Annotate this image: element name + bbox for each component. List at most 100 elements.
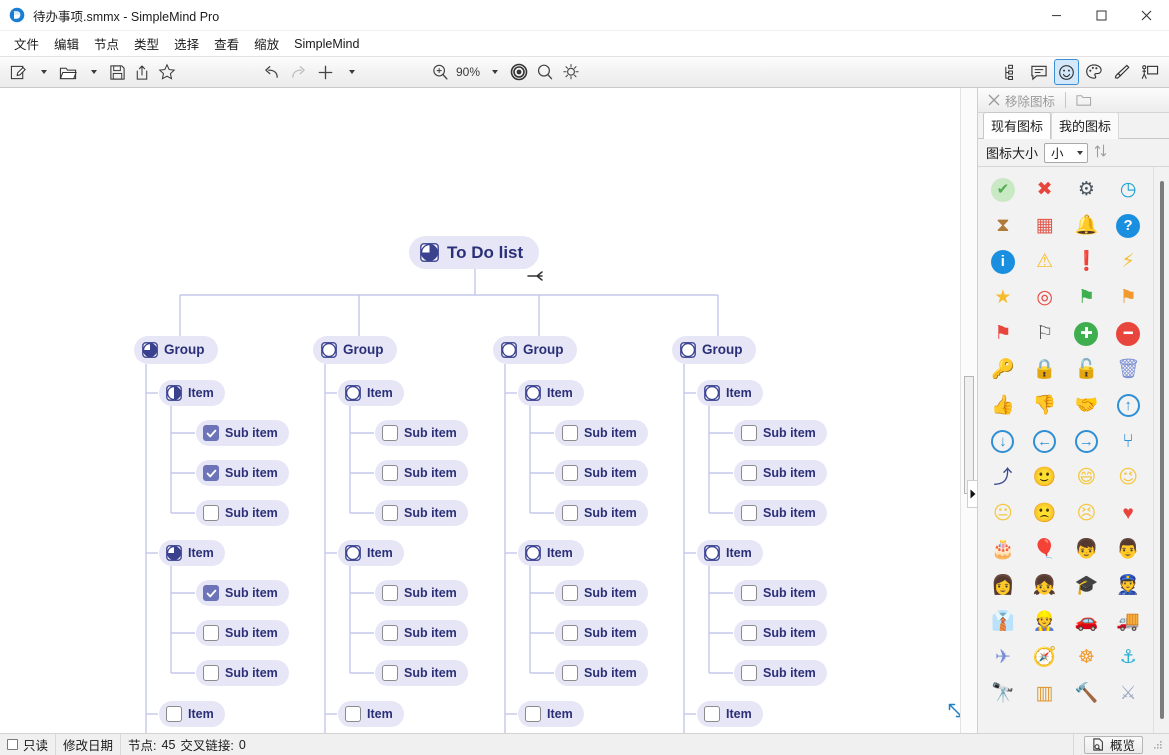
- canvas-resize-grip[interactable]: [946, 701, 965, 723]
- person-man-icon[interactable]: 👨: [1107, 533, 1149, 566]
- node-checkbox[interactable]: [741, 425, 757, 441]
- node-progress-marker[interactable]: [525, 706, 541, 722]
- node-progress-marker[interactable]: [704, 545, 720, 561]
- smiley-happy-icon[interactable]: 🙂: [1024, 461, 1066, 494]
- mindmap-sub-item-node[interactable]: Sub item: [375, 660, 468, 686]
- menu-type[interactable]: 类型: [134, 38, 160, 52]
- star-icon[interactable]: ★: [982, 281, 1024, 314]
- node-checkbox[interactable]: [382, 465, 398, 481]
- mindmap-sub-item-node[interactable]: Sub item: [375, 460, 468, 486]
- heart-icon[interactable]: ♥: [1107, 497, 1149, 530]
- outline-view-button[interactable]: [999, 59, 1024, 85]
- mindmap-group-node[interactable]: Group: [313, 336, 397, 364]
- remove-icon-button[interactable]: 移除图标: [984, 89, 1059, 112]
- truck-icon[interactable]: 🚚: [1107, 605, 1149, 638]
- node-progress-marker[interactable]: [680, 342, 696, 358]
- calendar-icon[interactable]: ▦: [1024, 209, 1066, 242]
- smiley-distress-icon[interactable]: 😣: [1066, 497, 1108, 530]
- mindmap-sub-item-node[interactable]: Sub item: [375, 580, 468, 606]
- smiley-grin-icon[interactable]: 😄: [1066, 461, 1108, 494]
- node-checkbox[interactable]: [382, 585, 398, 601]
- add-node-button[interactable]: [312, 59, 339, 85]
- sword-icon[interactable]: ⚔: [1107, 677, 1149, 710]
- mindmap-sub-item-node[interactable]: Sub item: [375, 620, 468, 646]
- mindmap-item-node[interactable]: Item: [697, 701, 763, 727]
- icons-scroll-thumb[interactable]: [1160, 181, 1164, 719]
- canvas-scroll-thumb[interactable]: [964, 376, 974, 494]
- merge-arrow-icon[interactable]: ⤴: [982, 461, 1024, 494]
- new-document-button[interactable]: [6, 59, 31, 85]
- node-progress-marker[interactable]: [420, 243, 439, 262]
- node-progress-marker[interactable]: [142, 342, 158, 358]
- style-palette-button[interactable]: [1081, 59, 1107, 85]
- node-progress-marker[interactable]: [501, 342, 517, 358]
- maximize-button[interactable]: [1079, 0, 1124, 31]
- arrow-down-circle-icon[interactable]: ↓: [982, 425, 1024, 458]
- mindmap-sub-item-node[interactable]: Sub item: [196, 420, 289, 446]
- icons-panel-button[interactable]: [1054, 59, 1079, 85]
- save-button[interactable]: [105, 59, 130, 85]
- zoom-level-dropdown[interactable]: [482, 59, 506, 85]
- mindmap-item-node[interactable]: Item: [518, 540, 584, 566]
- node-checkbox[interactable]: [203, 665, 219, 681]
- mindmap-item-node[interactable]: Item: [518, 701, 584, 727]
- mindmap-item-node[interactable]: Item: [159, 701, 225, 727]
- cross-icon[interactable]: ✖: [1024, 173, 1066, 206]
- node-checkbox[interactable]: [741, 505, 757, 521]
- mindmap-sub-item-node[interactable]: Sub item: [375, 420, 468, 446]
- lock-closed-icon[interactable]: 🔒: [1024, 353, 1066, 386]
- mindmap-sub-item-node[interactable]: Sub item: [555, 580, 648, 606]
- mindmap-sub-item-node[interactable]: Sub item: [196, 460, 289, 486]
- arrow-up-circle-icon[interactable]: ↑: [1107, 389, 1149, 422]
- overview-button[interactable]: 概览: [1083, 735, 1143, 754]
- add-node-dropdown[interactable]: [339, 59, 363, 85]
- undo-button[interactable]: [258, 59, 285, 85]
- flag-orange-icon[interactable]: ⚑: [1107, 281, 1149, 314]
- hammer-icon[interactable]: 🔨: [1066, 677, 1108, 710]
- node-progress-marker[interactable]: [525, 545, 541, 561]
- node-progress-marker[interactable]: [704, 706, 720, 722]
- node-checkbox[interactable]: [382, 625, 398, 641]
- export-share-button[interactable]: [130, 59, 154, 85]
- collapse-branch-handle[interactable]: [527, 270, 545, 282]
- checkered-flag-icon[interactable]: ⚐: [1024, 317, 1066, 350]
- hourglass-icon[interactable]: ⧗: [982, 209, 1024, 242]
- mindmap-sub-item-node[interactable]: Sub item: [196, 580, 289, 606]
- node-checkbox[interactable]: [562, 665, 578, 681]
- mindmap-sub-item-node[interactable]: Sub item: [196, 620, 289, 646]
- sort-icons-button[interactable]: [1094, 144, 1107, 161]
- key-icon[interactable]: 🔑: [982, 353, 1024, 386]
- mindmap-sub-item-node[interactable]: Sub item: [375, 500, 468, 526]
- clock-icon[interactable]: ◷: [1107, 173, 1149, 206]
- menu-edit[interactable]: 编辑: [54, 38, 80, 52]
- node-checkbox[interactable]: [562, 625, 578, 641]
- node-checkbox[interactable]: [382, 505, 398, 521]
- mindmap-item-node[interactable]: Item: [159, 540, 225, 566]
- brush-button[interactable]: [1109, 59, 1135, 85]
- anchor-icon[interactable]: ⚓: [1107, 641, 1149, 674]
- mindmap-sub-item-node[interactable]: Sub item: [555, 620, 648, 646]
- node-checkbox[interactable]: [203, 585, 219, 601]
- node-checkbox[interactable]: [203, 505, 219, 521]
- gear-icon[interactable]: ⚙: [1066, 173, 1108, 206]
- mindmap-sub-item-node[interactable]: Sub item: [734, 620, 827, 646]
- menu-simplemind[interactable]: SimpleMind: [294, 36, 360, 51]
- node-checkbox[interactable]: [562, 585, 578, 601]
- minimize-button[interactable]: [1034, 0, 1079, 31]
- compass-icon[interactable]: 🧭: [1024, 641, 1066, 674]
- mindmap-item-node[interactable]: Item: [697, 380, 763, 406]
- binoculars-icon[interactable]: 🔭: [982, 677, 1024, 710]
- balloon-icon[interactable]: 🎈: [1024, 533, 1066, 566]
- brick-wall-icon[interactable]: ▥: [1024, 677, 1066, 710]
- mindmap-group-node[interactable]: Group: [134, 336, 218, 364]
- person-woman-icon[interactable]: 👩: [982, 569, 1024, 602]
- thumbs-down-icon[interactable]: 👎: [1024, 389, 1066, 422]
- mindmap-item-node[interactable]: Item: [697, 540, 763, 566]
- zoom-fit-button[interactable]: [506, 59, 532, 85]
- bell-icon[interactable]: 🔔: [1066, 209, 1108, 242]
- node-checkbox[interactable]: [382, 425, 398, 441]
- node-checkbox[interactable]: [741, 665, 757, 681]
- ship-wheel-icon[interactable]: ☸: [1066, 641, 1108, 674]
- node-checkbox[interactable]: [203, 625, 219, 641]
- flag-green-icon[interactable]: ⚑: [1066, 281, 1108, 314]
